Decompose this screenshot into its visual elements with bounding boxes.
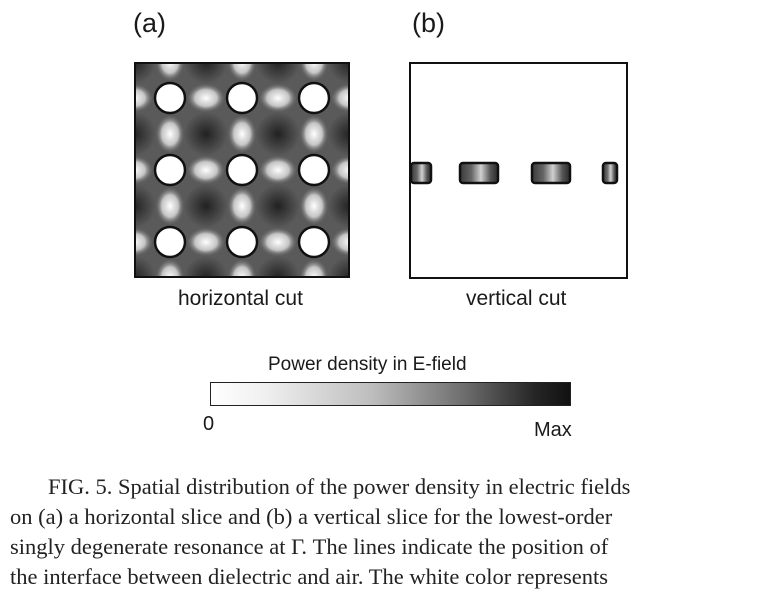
horizontal-cut-field-map xyxy=(134,62,350,278)
dielectric-slab-sections xyxy=(409,161,619,185)
caption-line-1: FIG. 5. Spatial distribution of the powe… xyxy=(48,474,631,499)
colorbar-gradient xyxy=(210,382,571,406)
caption-line-4: the interface between dielectric and air… xyxy=(10,564,609,589)
dielectric-rods xyxy=(153,81,331,259)
vertical-cut-field-map xyxy=(409,62,628,279)
vertical-cut-label: vertical cut xyxy=(466,287,567,310)
dark-field-spots xyxy=(134,62,350,278)
colorbar-title: Power density in E-field xyxy=(268,354,467,375)
bright-field-lobes xyxy=(134,62,350,278)
horizontal-cut-label: horizontal cut xyxy=(178,287,303,310)
colorbar-min-label: 0 xyxy=(203,413,215,435)
caption-line-3: singly degenerate resonance at Γ. The li… xyxy=(10,534,609,559)
colorbar-max-label: Max xyxy=(534,419,572,441)
panel-a-label: (a) xyxy=(133,8,166,38)
panel-b-label: (b) xyxy=(412,8,445,38)
caption-line-2: on (a) a horizontal slice and (b) a vert… xyxy=(10,504,613,529)
